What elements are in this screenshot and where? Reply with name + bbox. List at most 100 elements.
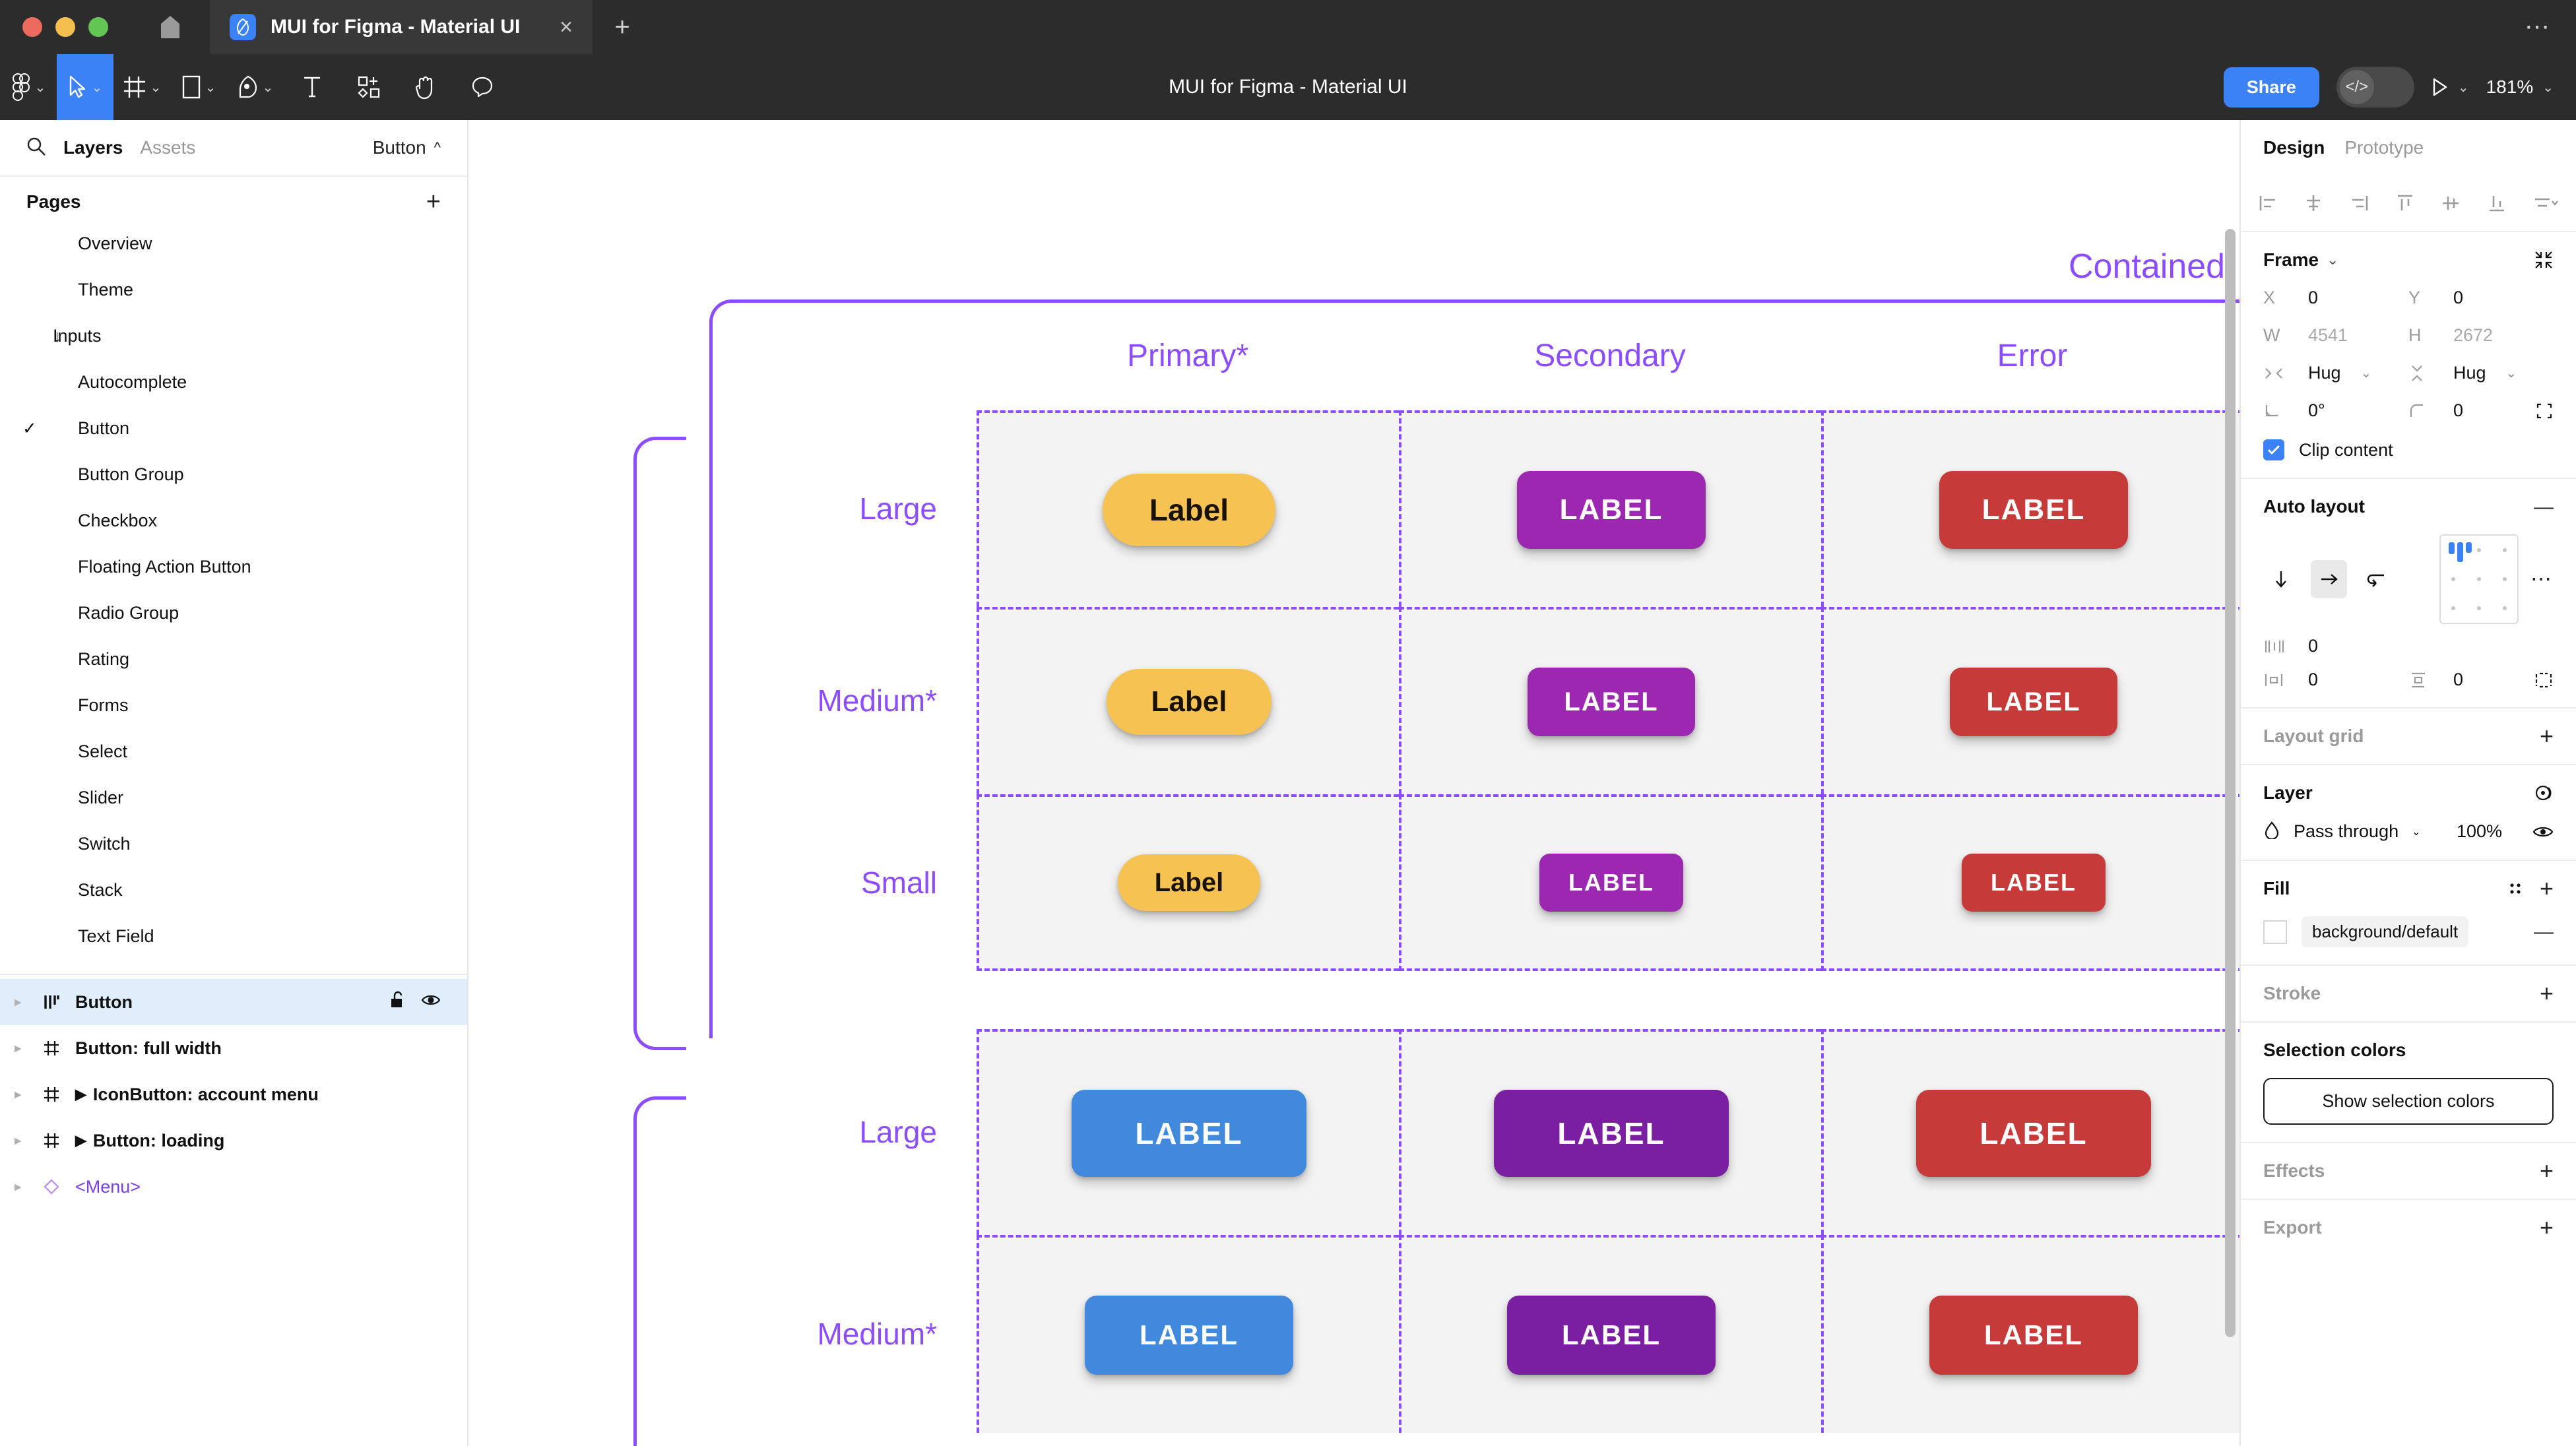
layer-expand-twisty-icon[interactable]: ▸: [15, 1133, 21, 1148]
layer-expand-twisty-icon[interactable]: ▸: [15, 1041, 21, 1055]
zoom-level-selector[interactable]: 181% ⌄: [2486, 77, 2554, 98]
individual-padding-icon[interactable]: [2534, 671, 2554, 689]
remove-auto-layout-button[interactable]: —: [2534, 495, 2554, 518]
fill-color-swatch[interactable]: [2263, 920, 2287, 944]
distribute-menu-icon[interactable]: [2532, 193, 2559, 213]
page-item-floating-action-button[interactable]: Floating Action Button: [0, 544, 467, 590]
unlock-icon[interactable]: [389, 991, 406, 1014]
item-spacing-field[interactable]: 0: [2263, 636, 2408, 656]
visibility-eye-icon[interactable]: [421, 992, 441, 1013]
fill-style-token[interactable]: background/default: [2302, 916, 2469, 947]
share-button[interactable]: Share: [2223, 67, 2319, 108]
page-item-select[interactable]: Select: [0, 728, 467, 774]
page-item-button[interactable]: ✓Button: [0, 405, 467, 451]
tab-layers[interactable]: Layers: [63, 137, 123, 158]
tab-prototype[interactable]: Prototype: [2344, 137, 2424, 158]
page-item-inputs[interactable]: ↓Inputs: [0, 313, 467, 359]
horizontal-resizing-select[interactable]: Hug ⌄: [2263, 363, 2408, 383]
mui-button[interactable]: LABEL: [1517, 471, 1706, 549]
mui-button[interactable]: LABEL: [1539, 854, 1683, 912]
align-bottom-icon[interactable]: [2487, 193, 2507, 213]
y-position-field[interactable]: Y 0: [2408, 288, 2554, 308]
horizontal-padding-field[interactable]: 0: [2263, 670, 2408, 690]
close-window-button[interactable]: [22, 17, 42, 37]
show-selection-colors-button[interactable]: Show selection colors: [2263, 1078, 2554, 1125]
align-right-icon[interactable]: [2350, 193, 2369, 213]
move-tool-icon[interactable]: ⌄: [57, 54, 113, 120]
layer-expand-twisty-icon[interactable]: ▸: [15, 995, 21, 1009]
clip-content-checkbox[interactable]: [2263, 439, 2284, 460]
layer-item-button-full-width[interactable]: ▸Button: full width: [0, 1025, 467, 1071]
page-item-overview[interactable]: Overview: [0, 220, 467, 267]
present-button[interactable]: ⌄: [2431, 77, 2469, 97]
alignment-grid-picker[interactable]: [2439, 534, 2519, 624]
pen-tool-icon[interactable]: ⌄: [227, 54, 284, 120]
mui-button[interactable]: LABEL: [1528, 668, 1695, 736]
tab-design[interactable]: Design: [2263, 137, 2325, 158]
mui-button[interactable]: LABEL: [1939, 471, 2128, 549]
comment-tool-icon[interactable]: [454, 54, 511, 120]
mui-button[interactable]: Label: [1103, 474, 1275, 546]
layout-direction-vertical-icon[interactable]: [2263, 560, 2299, 598]
x-position-field[interactable]: X 0: [2263, 288, 2408, 308]
fill-styles-icon[interactable]: [2507, 880, 2524, 897]
mui-button[interactable]: LABEL: [1494, 1090, 1729, 1177]
rotation-field[interactable]: 0°: [2263, 400, 2408, 421]
new-tab-button[interactable]: +: [614, 12, 630, 42]
collapse-frame-icon[interactable]: [2534, 250, 2554, 270]
text-tool-icon[interactable]: [284, 54, 340, 120]
mui-button[interactable]: LABEL: [1916, 1090, 2151, 1177]
page-selector[interactable]: Button ^: [373, 137, 441, 158]
search-icon[interactable]: [26, 137, 46, 160]
layer-item-menu[interactable]: ▸<Menu>: [0, 1164, 467, 1210]
align-left-icon[interactable]: [2258, 193, 2278, 213]
home-button[interactable]: [131, 0, 210, 54]
browser-tab[interactable]: MUI for Figma - Material UI ×: [210, 0, 593, 54]
layer-settings-icon[interactable]: [2534, 784, 2554, 802]
page-item-switch[interactable]: Switch: [0, 821, 467, 867]
add-stroke-button[interactable]: +: [2539, 980, 2554, 1007]
mui-button[interactable]: LABEL: [1072, 1090, 1306, 1177]
add-layout-grid-button[interactable]: +: [2539, 722, 2554, 749]
page-item-text-field[interactable]: Text Field: [0, 913, 467, 959]
layer-inner-caret-icon[interactable]: ▶: [75, 1132, 86, 1148]
layer-visibility-icon[interactable]: [2532, 824, 2554, 840]
page-item-rating[interactable]: Rating: [0, 636, 467, 682]
remove-fill-button[interactable]: —: [2534, 920, 2554, 943]
close-tab-button[interactable]: ×: [560, 15, 573, 40]
dev-mode-toggle[interactable]: </>: [2336, 67, 2414, 108]
design-canvas[interactable]: Contained Primary*SecondaryErrorWarning …: [468, 120, 2239, 1446]
page-item-button-group[interactable]: Button Group: [0, 451, 467, 497]
mui-button[interactable]: Label: [1107, 669, 1272, 735]
mui-button[interactable]: LABEL: [1085, 1296, 1293, 1375]
independent-corners-icon[interactable]: [2535, 402, 2554, 420]
layer-expand-twisty-icon[interactable]: ▸: [15, 1087, 21, 1102]
add-fill-button[interactable]: +: [2539, 875, 2554, 902]
maximize-window-button[interactable]: [88, 17, 108, 37]
page-item-forms[interactable]: Forms: [0, 682, 467, 728]
mui-button[interactable]: LABEL: [1950, 668, 2117, 736]
align-horizontal-center-icon[interactable]: [2303, 193, 2323, 213]
blend-mode-value[interactable]: Pass through: [2294, 821, 2399, 841]
layer-item-iconbutton-account-menu[interactable]: ▸▶IconButton: account menu: [0, 1071, 467, 1117]
layout-direction-horizontal-icon[interactable]: [2311, 560, 2347, 598]
add-page-button[interactable]: +: [426, 187, 441, 216]
frame-tool-icon[interactable]: ⌄: [113, 54, 170, 120]
page-item-radio-group[interactable]: Radio Group: [0, 590, 467, 636]
chevron-down-icon[interactable]: ⌄: [2327, 251, 2339, 268]
vertical-padding-field[interactable]: 0: [2408, 670, 2554, 690]
page-item-theme[interactable]: Theme: [0, 267, 467, 313]
width-field[interactable]: W 4541: [2263, 325, 2408, 346]
corner-radius-field[interactable]: 0: [2408, 400, 2554, 421]
vertical-resizing-select[interactable]: Hug ⌄: [2408, 363, 2554, 383]
layer-inner-caret-icon[interactable]: ▶: [75, 1086, 86, 1102]
mui-button[interactable]: Label: [1118, 854, 1260, 911]
auto-layout-options-button[interactable]: ⋯: [2530, 567, 2554, 591]
tab-assets[interactable]: Assets: [140, 137, 196, 158]
resources-tool-icon[interactable]: [340, 54, 397, 120]
layer-expand-twisty-icon[interactable]: ▸: [15, 1179, 21, 1194]
layer-item-button-loading[interactable]: ▸▶Button: loading: [0, 1117, 467, 1164]
align-vertical-center-icon[interactable]: [2441, 193, 2461, 213]
page-item-slider[interactable]: Slider: [0, 774, 467, 821]
mui-button[interactable]: LABEL: [1962, 854, 2106, 912]
